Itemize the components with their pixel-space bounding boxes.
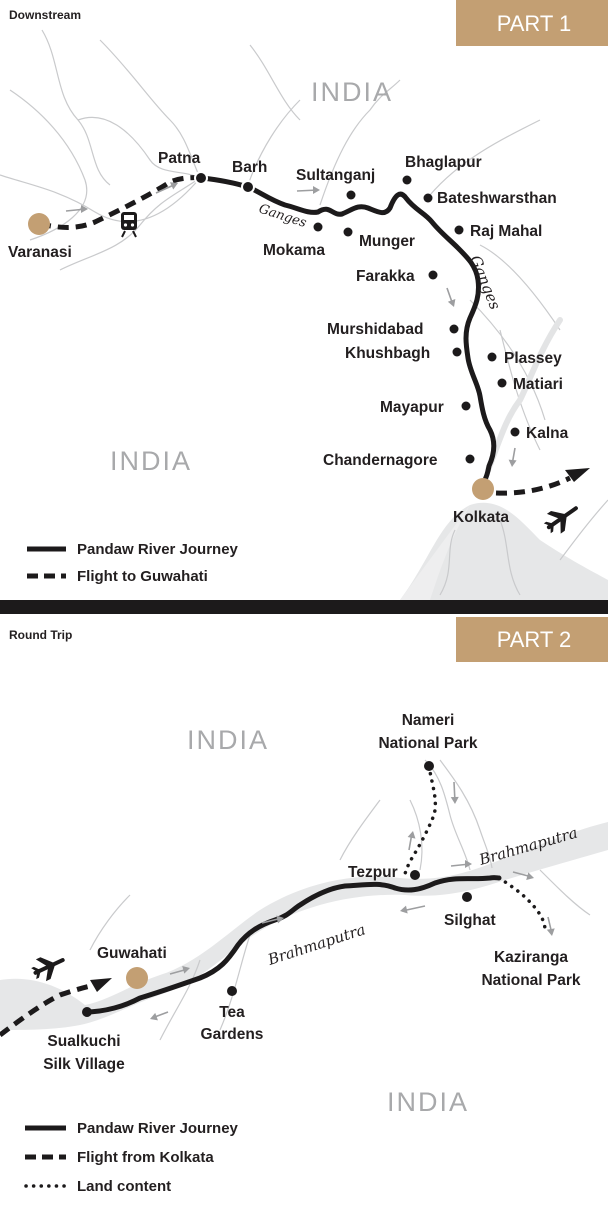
bhaglapur-marker (402, 175, 412, 185)
part1-country-top: INDIA (311, 77, 393, 107)
sualkuchi-marker (82, 1007, 92, 1017)
farakka-marker (428, 270, 438, 280)
part1-legend: Pandaw River Journey Flight to Guwahati (27, 541, 239, 585)
part1-river-route (199, 175, 497, 485)
kaziranga-land-route (497, 876, 547, 932)
part1-direction-arrows (65, 179, 517, 468)
train-icon (121, 212, 137, 238)
sultanganj-label: Sultanganj (296, 167, 375, 184)
khushbagh-label: Khushbagh (345, 345, 430, 362)
patna-label: Patna (158, 150, 201, 167)
munger-marker (343, 227, 353, 237)
barh-marker (241, 180, 255, 194)
tezpur-label: Tezpur (348, 864, 398, 881)
barh-label: Barh (232, 159, 267, 176)
raj-mahal-label: Raj Mahal (470, 223, 542, 240)
part1-map: Downstream PART 1 INDIA INDIA (0, 0, 608, 600)
nameri-label-line1: Nameri (402, 712, 455, 729)
part1-section-label: Downstream (9, 8, 81, 22)
plassey-marker (487, 352, 497, 362)
murshidabad-label: Murshidabad (327, 321, 423, 338)
guwahati-label: Guwahati (97, 945, 167, 962)
tezpur-marker (410, 870, 420, 880)
part1-markers (28, 171, 520, 500)
silghat-marker (462, 892, 472, 902)
part1-badge (456, 0, 608, 46)
nameri-land-route (403, 764, 438, 876)
matiari-label: Matiari (513, 376, 563, 393)
tea-gardens-label-line2: Gardens (201, 1026, 264, 1043)
matiari-marker (497, 378, 507, 388)
kolkata-marker (472, 478, 494, 500)
part1-flight-arrowhead (565, 468, 590, 482)
part2-flight-arrowhead (90, 978, 112, 992)
murshidabad-marker (449, 324, 459, 334)
raj-mahal-marker (454, 225, 464, 235)
legend-river-journey-label: Pandaw River Journey (77, 1120, 239, 1137)
part2-country-top: INDIA (187, 725, 269, 755)
part2-river-route (82, 875, 502, 1015)
kolkata-label: Kolkata (453, 509, 509, 526)
munger-label: Munger (359, 233, 415, 250)
tea-gardens-label-line1: Tea (219, 1004, 245, 1021)
part2-legend: Pandaw River Journey Flight from Kolkata… (24, 1120, 239, 1195)
bateshwarsthan-marker (423, 193, 433, 203)
section-divider (0, 600, 608, 614)
kalna-label: Kalna (526, 425, 569, 442)
part2-direction-arrows (148, 781, 556, 1023)
patna-marker (194, 171, 208, 185)
farakka-label: Farakka (356, 268, 415, 285)
airplane-icon (543, 506, 578, 534)
part2-flight-route (0, 982, 96, 1038)
part2-map: Round Trip PART 2 INDIA INDIA (0, 617, 608, 1195)
sualkuchi-label-line2: Silk Village (43, 1056, 125, 1073)
legend-flight-label: Flight to Guwahati (77, 568, 208, 585)
khushbagh-marker (452, 347, 462, 357)
guwahati-marker (126, 967, 148, 989)
part2-rivers (0, 759, 608, 1041)
chandernagore-marker (465, 454, 475, 464)
legend-river-journey-label: Pandaw River Journey (77, 541, 239, 558)
varanasi-marker (28, 213, 50, 235)
part1-flight-route (495, 475, 572, 496)
ganges-large-label: Ganges (466, 253, 504, 313)
kalna-marker (510, 427, 520, 437)
airplane-icon (31, 957, 65, 982)
legend-land-label: Land content (77, 1178, 171, 1195)
plassey-label: Plassey (504, 350, 562, 367)
part2-badge (456, 617, 608, 662)
part2-badge-label: PART 2 (497, 627, 572, 652)
part1-country-bottom: INDIA (110, 446, 192, 476)
bateshwarsthan-label: Bateshwarsthan (437, 190, 557, 207)
legend-flight-label: Flight from Kolkata (77, 1149, 214, 1166)
varanasi-label: Varanasi (8, 244, 72, 261)
nameri-marker (424, 761, 434, 771)
mokama-label: Mokama (263, 242, 325, 259)
part2-markers (82, 761, 472, 1017)
kaziranga-label-line2: National Park (481, 972, 580, 989)
mokama-marker (313, 222, 323, 232)
mayapur-marker (461, 401, 471, 411)
part1-train-route (39, 175, 203, 230)
nameri-label-line2: National Park (378, 735, 477, 752)
chandernagore-label: Chandernagore (323, 452, 438, 469)
part2-section-label: Round Trip (9, 628, 72, 642)
part2-country-bottom: INDIA (387, 1087, 469, 1117)
brahmaputra-left-label: Brahmaputra (265, 920, 368, 969)
mayapur-label: Mayapur (380, 399, 444, 416)
sultanganj-marker (346, 190, 356, 200)
part1-rivers (0, 29, 608, 600)
part1-badge-label: PART 1 (497, 11, 572, 36)
sualkuchi-label-line1: Sualkuchi (47, 1033, 120, 1050)
silghat-label: Silghat (444, 912, 496, 929)
kaziranga-label-line1: Kaziranga (494, 949, 568, 966)
bhaglapur-label: Bhaglapur (405, 154, 482, 171)
tea-gardens-marker (227, 986, 237, 996)
